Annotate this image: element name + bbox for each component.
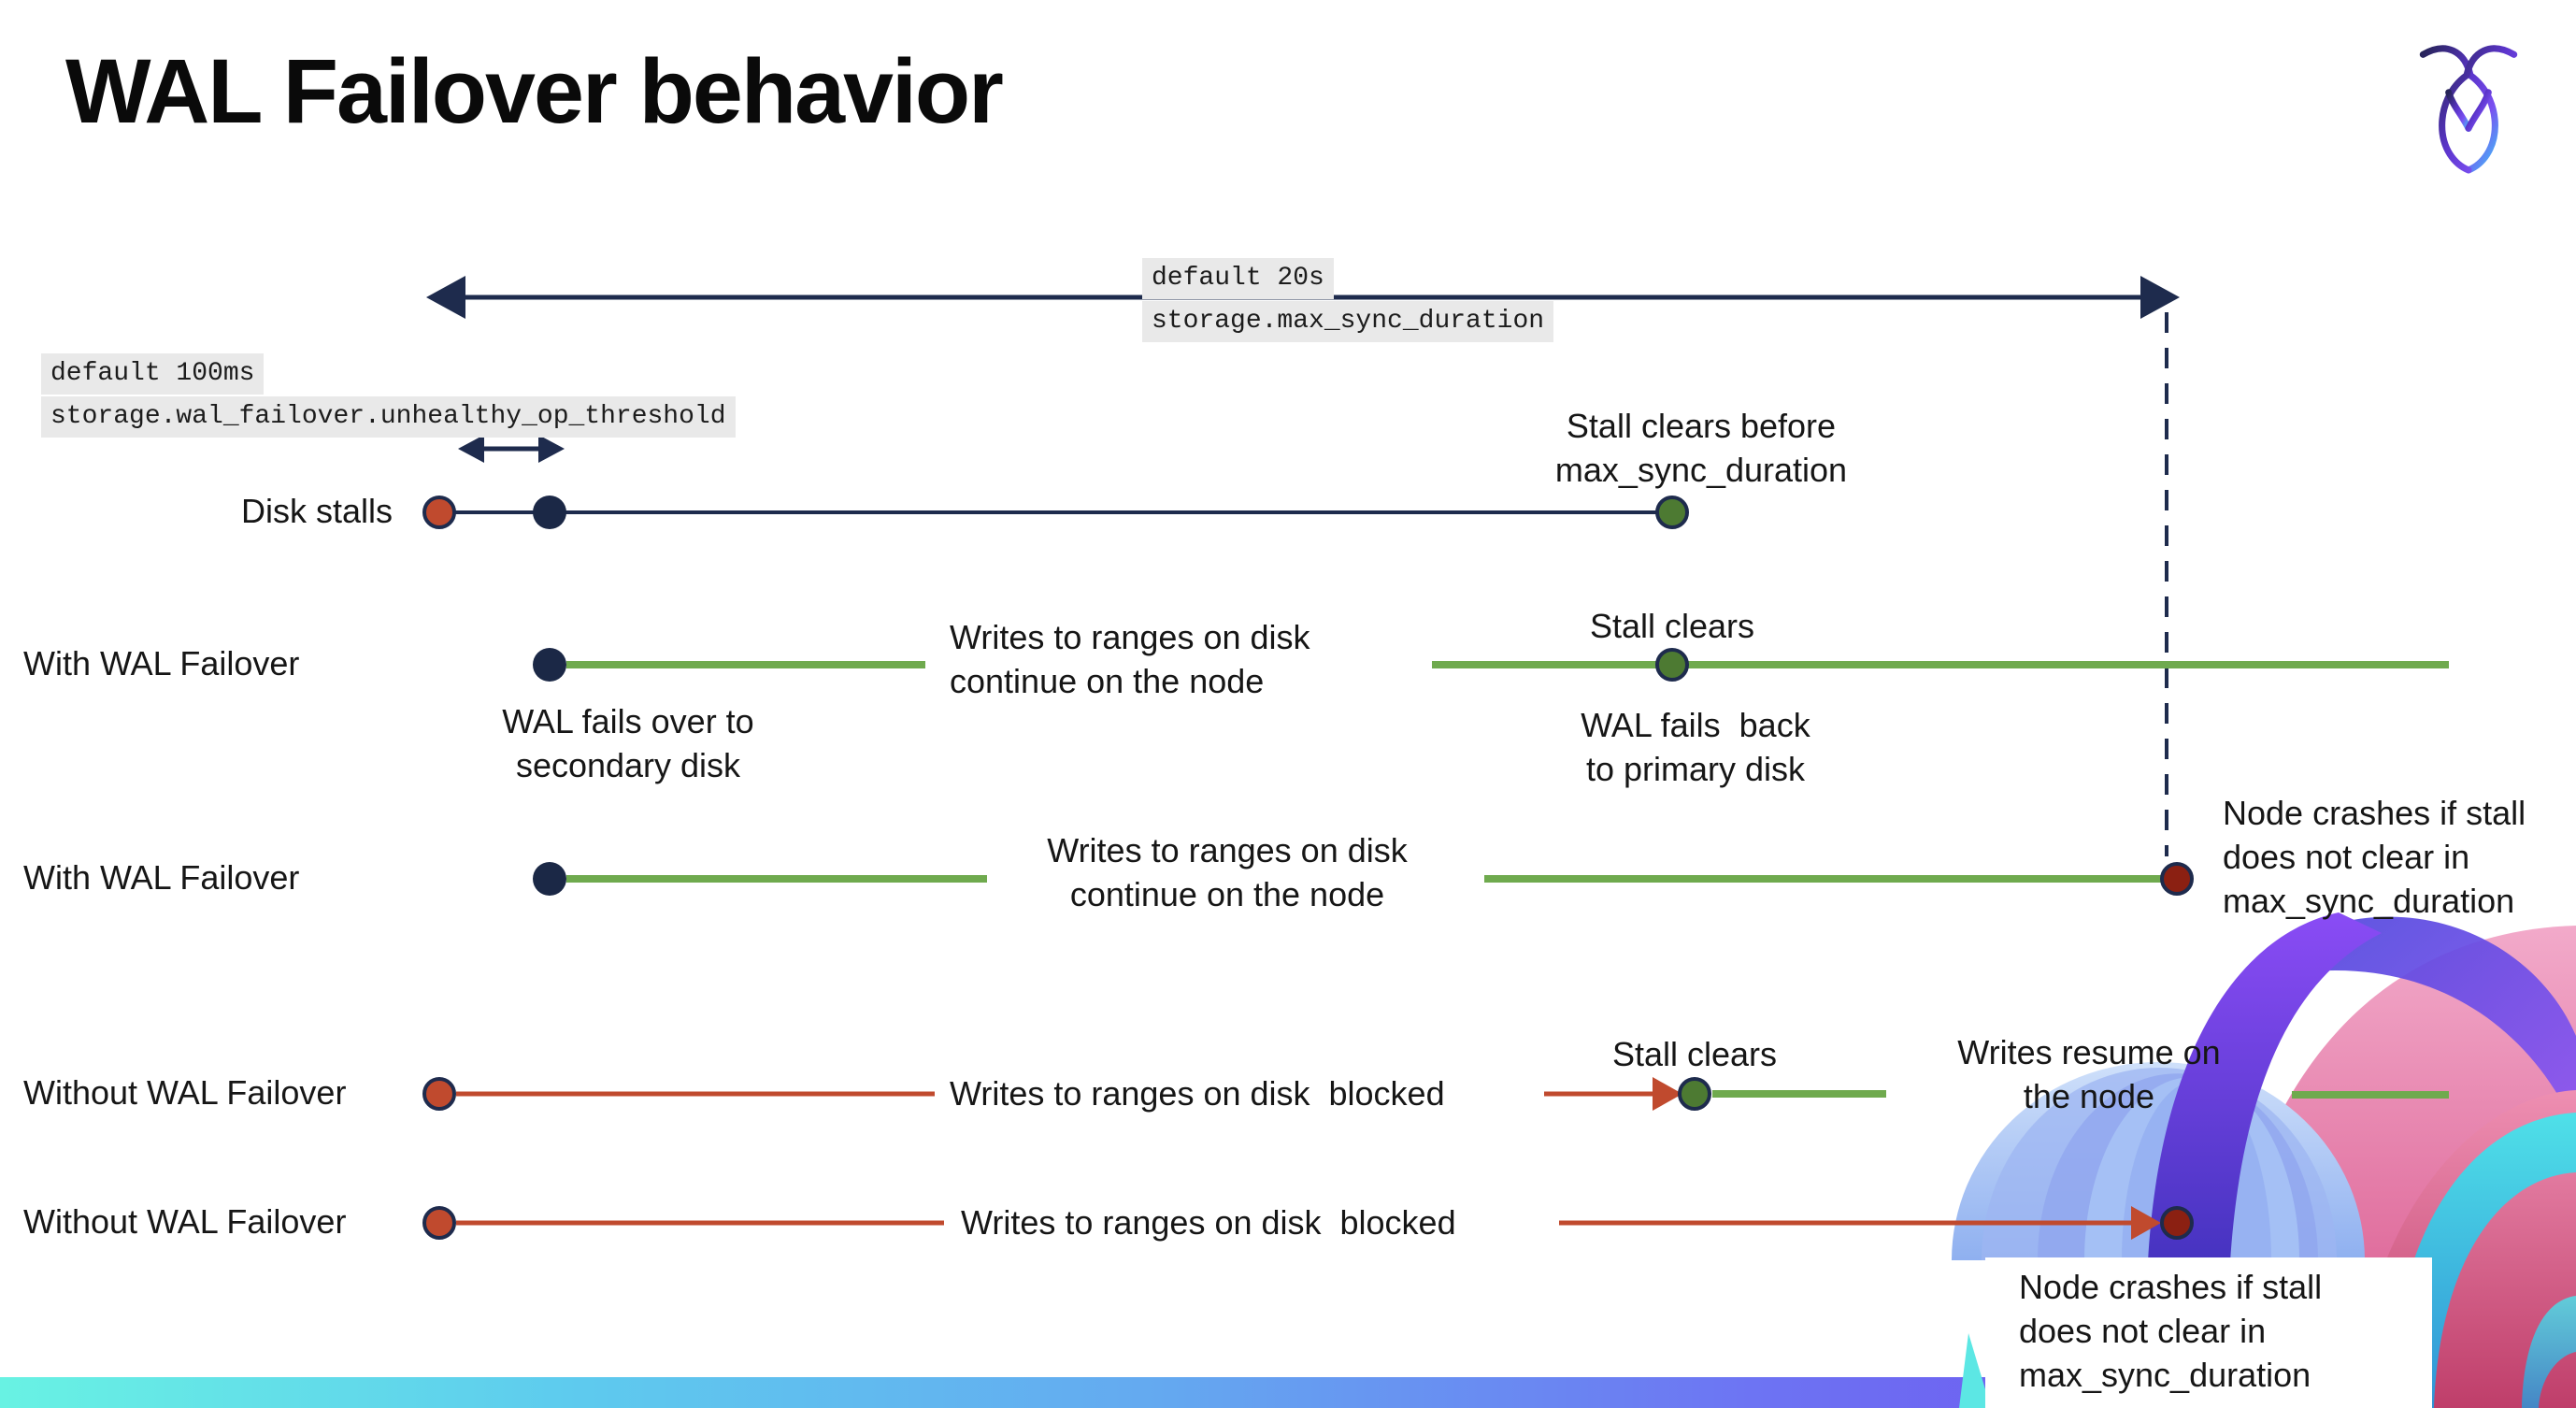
setting-name-chip: storage.max_sync_duration	[1142, 301, 1554, 342]
stall-clears-annotation-1: Stall clears	[1589, 607, 1755, 645]
threshold-dot	[533, 496, 566, 529]
row-label-without-wal-failover-2: Without WAL Failover	[23, 1202, 347, 1241]
node-crash-dot	[2160, 862, 2194, 896]
stall-clears-annotation-2: Stall clears	[1611, 1035, 1778, 1073]
row-label-without-wal-failover-1: Without WAL Failover	[23, 1073, 347, 1112]
wal-fails-over-annotation: WAL fails over to secondary disk	[502, 702, 754, 784]
node-crash-dot	[2160, 1206, 2194, 1240]
page-title: WAL Failover behavior	[65, 40, 1004, 142]
stall-start-dot	[422, 1206, 456, 1240]
failover-dot	[533, 648, 566, 682]
row-label-disk-stalls: Disk stalls	[240, 492, 393, 530]
red-arrowhead	[1653, 1077, 1682, 1111]
row-with-failover-crash-timeline	[533, 862, 2194, 896]
writes-blocked-annotation-1: Writes to ranges on disk blocked	[950, 1074, 1445, 1113]
cockroachdb-logo-icon	[2419, 45, 2518, 174]
row-label-with-wal-failover-2: With WAL Failover	[23, 858, 300, 897]
writes-continue-annotation-2: Writes to ranges on disk continue on the…	[1047, 831, 1408, 913]
unhealthy-op-threshold-arrow	[458, 435, 565, 463]
stall-clears-dot	[1655, 648, 1689, 682]
setting-name-chip: storage.wal_failover.unhealthy_op_thresh…	[41, 396, 736, 438]
row-with-failover-clears-timeline	[533, 648, 2449, 682]
writes-resume-annotation: Writes resume on the node	[1957, 1033, 2221, 1115]
wal-fails-back-annotation: WAL fails back to primary disk	[1581, 706, 1810, 788]
writes-blocked-annotation-2: Writes to ranges on disk blocked	[961, 1203, 1456, 1242]
row-without-failover-crash-timeline	[422, 1206, 2194, 1240]
node-crashes-annotation-right: Node crashes if stall does not clear in …	[2223, 794, 2526, 920]
row-disk-stalls-timeline	[422, 496, 1689, 529]
node-crashes-annotation-bottom: Node crashes if stall does not clear in …	[2019, 1268, 2323, 1394]
stall-clears-before-annotation: Stall clears before max_sync_duration	[1554, 407, 1848, 489]
node-crashes-note-box: Node crashes if stall does not clear in …	[1985, 1257, 2432, 1408]
unhealthy-op-threshold-label: default 100ms storage.wal_failover.unhea…	[41, 353, 736, 439]
default-value-chip: default 20s	[1142, 258, 1334, 299]
stall-start-dot	[422, 1077, 456, 1111]
stall-clears-dot	[1678, 1077, 1711, 1111]
writes-continue-annotation-1: Writes to ranges on disk continue on the…	[950, 618, 1310, 700]
row-without-failover-clears-timeline	[422, 1077, 2449, 1111]
row-label-with-wal-failover-1: With WAL Failover	[23, 644, 300, 682]
red-arrowhead	[2131, 1206, 2161, 1240]
failover-dot	[533, 862, 566, 896]
stall-start-dot	[422, 496, 456, 529]
max-sync-duration-label: default 20s storage.max_sync_duration	[1142, 258, 1554, 344]
default-value-chip: default 100ms	[41, 353, 265, 395]
stall-clears-dot	[1655, 496, 1689, 529]
